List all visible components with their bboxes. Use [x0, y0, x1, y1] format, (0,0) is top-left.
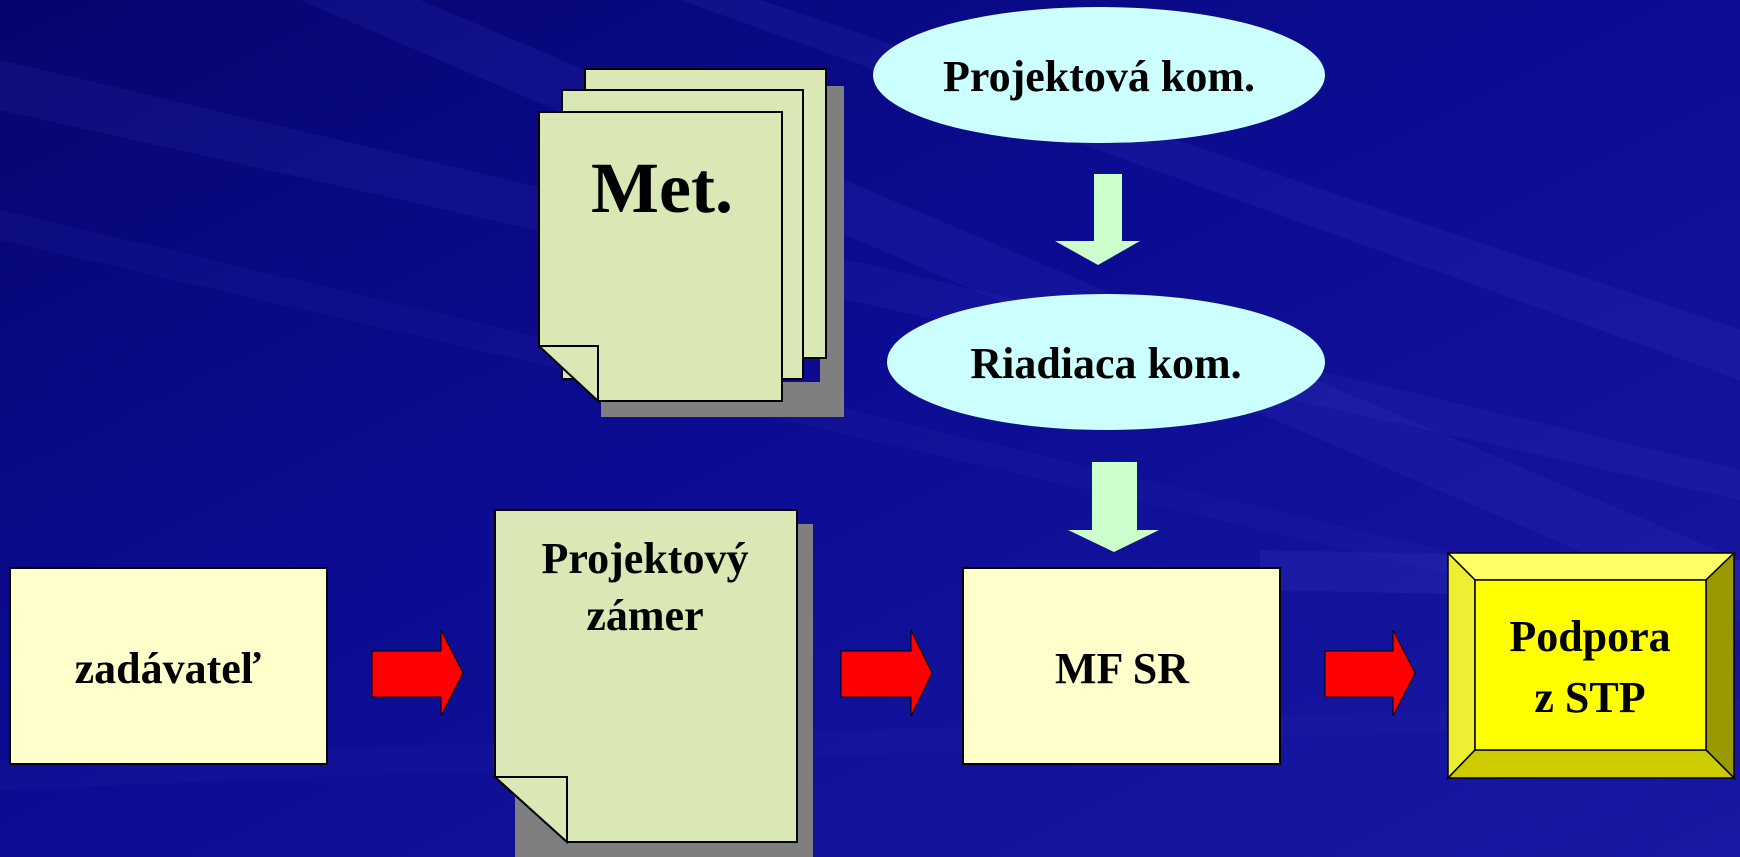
- down-arrow-2: [1068, 462, 1159, 552]
- project-plan-label-line1: Projektový: [542, 534, 749, 583]
- methodology-label: Met.: [591, 148, 733, 228]
- ministry-box: MF SR: [962, 567, 1281, 765]
- result-box: Podpora z STP: [1446, 551, 1736, 780]
- steering-committee-label: Riadiaca kom.: [970, 339, 1241, 388]
- flow-arrow-2: [840, 629, 933, 717]
- result-label-line1: Podpora: [1509, 612, 1670, 661]
- doc-page-front: [536, 111, 783, 404]
- down-arrow-1: [1055, 174, 1140, 265]
- project-committee-node: Projektová kom.: [873, 7, 1325, 143]
- project-plan-document: Projektový zámer: [492, 509, 813, 857]
- project-committee-label: Projektová kom.: [943, 52, 1255, 101]
- methodology-documents: Met.: [536, 68, 844, 417]
- flow-arrow-3: [1324, 629, 1416, 717]
- project-plan-label-line2: zámer: [586, 591, 703, 640]
- requester-label: zadávateľ: [75, 644, 262, 693]
- steering-committee-node: Riadiaca kom.: [887, 294, 1325, 430]
- ministry-label: MF SR: [1055, 644, 1190, 693]
- flow-arrow-1: [371, 629, 464, 717]
- requester-box: zadávateľ: [9, 567, 328, 765]
- result-label-line2: z STP: [1534, 673, 1645, 722]
